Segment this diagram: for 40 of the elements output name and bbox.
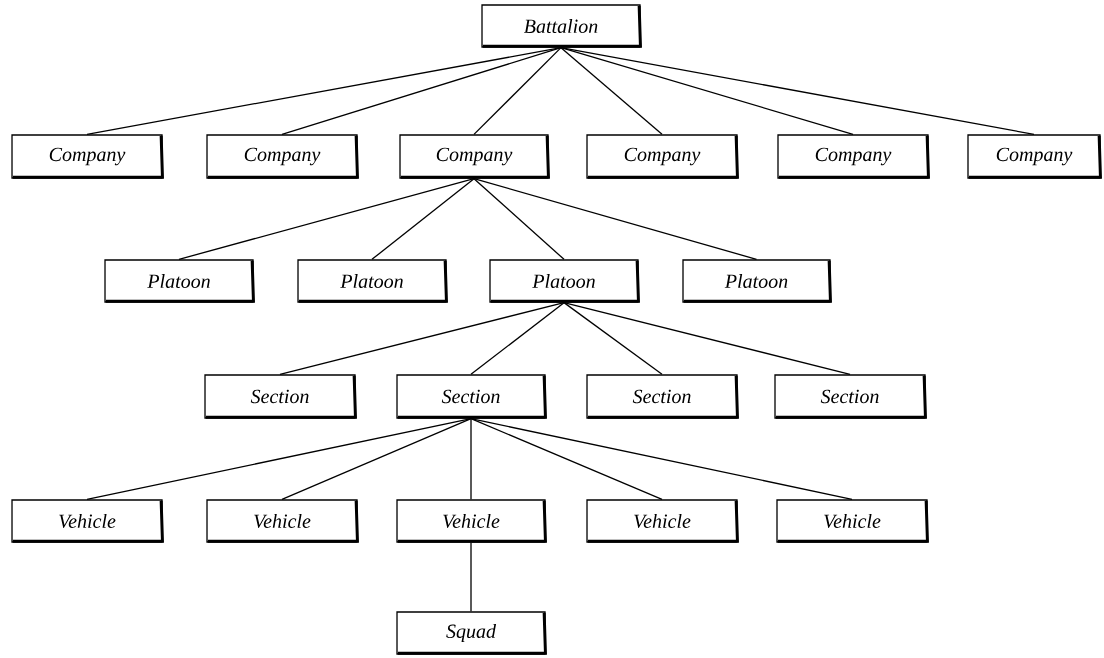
connector-line bbox=[470, 542, 472, 612]
rank-box: Battalion bbox=[481, 4, 642, 48]
rank-box: Section bbox=[204, 374, 357, 419]
connector-line bbox=[281, 418, 472, 500]
rank-box: Vehicle bbox=[776, 499, 929, 543]
connector-line bbox=[563, 302, 663, 375]
rank-box: Company bbox=[777, 134, 930, 179]
connector-line bbox=[86, 418, 472, 500]
rank-box: Section bbox=[774, 374, 927, 419]
connector-line bbox=[371, 178, 475, 260]
connector-line bbox=[470, 418, 663, 500]
connector-line bbox=[473, 178, 758, 260]
connector-line bbox=[470, 418, 472, 500]
rank-box: Squad bbox=[396, 611, 547, 655]
connector-line bbox=[470, 302, 565, 375]
connector-line bbox=[281, 47, 562, 135]
connector-line bbox=[473, 47, 562, 135]
connector-line bbox=[279, 302, 565, 375]
rank-box: Section bbox=[586, 374, 739, 419]
connector-line bbox=[473, 178, 565, 260]
rank-box: Vehicle bbox=[396, 499, 547, 543]
connector-line bbox=[470, 418, 853, 500]
rank-box: Vehicle bbox=[586, 499, 739, 543]
connector-line bbox=[178, 178, 475, 260]
rank-box: Vehicle bbox=[206, 499, 359, 543]
rank-box: Platoon bbox=[104, 259, 255, 303]
rank-box: Company bbox=[11, 134, 164, 179]
rank-box: Section bbox=[396, 374, 547, 419]
connector-line bbox=[560, 47, 1035, 135]
rank-box: Company bbox=[399, 134, 550, 179]
connector-line bbox=[563, 302, 851, 375]
rank-box: Platoon bbox=[489, 259, 640, 303]
rank-box: Company bbox=[586, 134, 739, 179]
rank-box: Company bbox=[967, 134, 1102, 179]
rank-box: Vehicle bbox=[11, 499, 164, 543]
rank-box: Company bbox=[206, 134, 359, 179]
connector-line bbox=[86, 47, 562, 135]
rank-box: Platoon bbox=[682, 259, 832, 303]
connector-line bbox=[560, 47, 663, 135]
rank-box: Platoon bbox=[297, 259, 448, 303]
